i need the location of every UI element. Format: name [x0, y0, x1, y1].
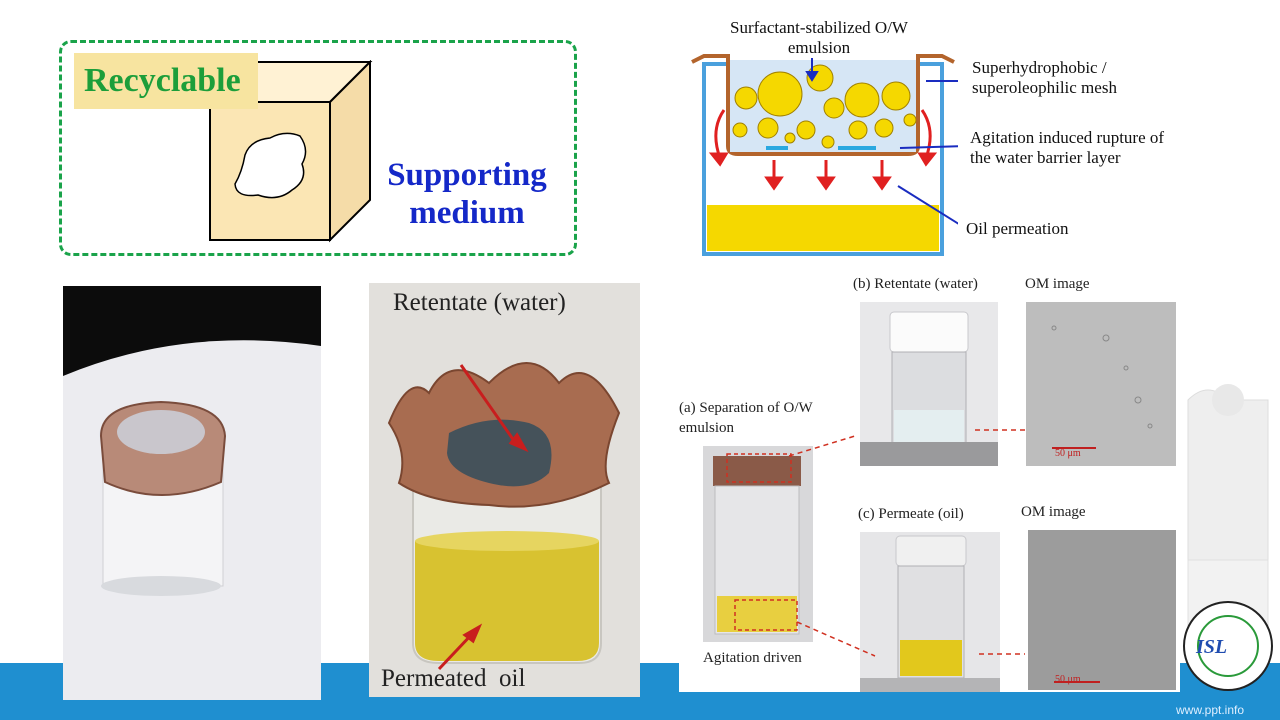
lab-logo — [1183, 601, 1273, 691]
emulsion-label: Surfactant-stabilized O/W emulsion — [730, 18, 908, 57]
om-label-c: OM image — [1021, 504, 1086, 520]
om-label-b: OM image — [1025, 276, 1090, 292]
permeation-label: Oil permeation — [966, 219, 1069, 238]
separation-figure: (a) Separation of O/W emulsion Agitation… — [679, 276, 1180, 692]
agitation-label: Agitation driven — [703, 650, 802, 666]
rupture-label: Agitation induced rupture of the water b… — [970, 128, 1165, 167]
support-cube-illustration — [207, 60, 373, 243]
connector-arrows — [788, 429, 1025, 657]
scale-bar-b: 50 μm — [1055, 448, 1081, 459]
retentate-vial-photo — [860, 302, 998, 466]
retentate-water-label: Retentate (water) — [393, 289, 566, 316]
mesh-label: Superhydrophobic / superoleophilic mesh — [972, 58, 1117, 97]
panel-a-label: (a) Separation of O/W emulsion — [679, 400, 813, 436]
recyclable-box — [59, 40, 577, 256]
om-image-c — [1028, 530, 1176, 690]
om-image-b — [1026, 302, 1176, 466]
membrane-cup-photo — [63, 286, 321, 700]
supporting-medium-label: Supporting medium — [387, 157, 547, 231]
panel-c-label: (c) Permeate (oil) — [858, 506, 964, 522]
beaker-photo: Retentate (water) Permeated oil — [369, 283, 640, 697]
panel-b-label: (b) Retentate (water) — [853, 276, 978, 292]
separation-schematic — [691, 54, 958, 256]
lab-logo-initials: ISL — [1196, 636, 1228, 658]
vial-a-photo — [703, 446, 813, 642]
recyclable-label: Recyclable — [74, 53, 258, 109]
footer-url: www.ppt.info — [1176, 703, 1245, 717]
scale-bar-c: 50 μm — [1055, 674, 1081, 685]
permeated-oil-label: Permeated oil — [381, 665, 526, 692]
permeate-vial-photo — [860, 532, 1000, 692]
